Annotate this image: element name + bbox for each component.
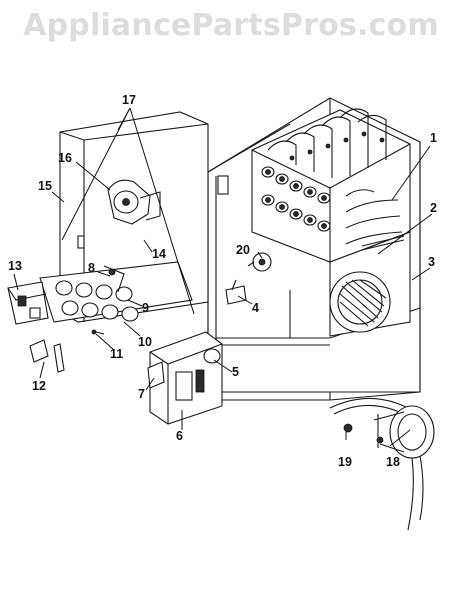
callout-label-10: 10 bbox=[138, 335, 152, 349]
callout-label-4: 4 bbox=[252, 301, 259, 315]
callout-label-8: 8 bbox=[88, 261, 95, 275]
gas-valve bbox=[7, 281, 49, 325]
callout-label-3: 3 bbox=[428, 255, 435, 269]
blower-housing bbox=[329, 231, 411, 337]
callout-label-18: 18 bbox=[386, 455, 400, 469]
callout-label-12: 12 bbox=[32, 379, 46, 393]
callout-label-9: 9 bbox=[142, 301, 149, 315]
callout-label-13: 13 bbox=[8, 259, 22, 273]
bracket bbox=[29, 339, 65, 373]
callout-label-20: 20 bbox=[236, 243, 250, 257]
callout-label-11: 11 bbox=[110, 347, 123, 361]
callout-label-16: 16 bbox=[58, 151, 72, 165]
callout-label-7: 7 bbox=[138, 387, 145, 401]
callout-pointers bbox=[13, 107, 433, 447]
callout-label-5: 5 bbox=[232, 365, 239, 379]
watermark-logo: AppliancePartsPros.com bbox=[23, 8, 439, 43]
control-board bbox=[147, 331, 223, 425]
burner-assembly bbox=[39, 261, 193, 323]
callout-label-14: 14 bbox=[152, 247, 166, 261]
heat-exchanger bbox=[251, 108, 411, 263]
callout-label-19: 19 bbox=[338, 455, 352, 469]
callout-label-6: 6 bbox=[176, 429, 183, 443]
blower-motor bbox=[329, 397, 435, 531]
limit-switch bbox=[247, 252, 272, 272]
callout-label-17: 17 bbox=[122, 93, 136, 107]
callout-label-15: 15 bbox=[38, 179, 52, 193]
callout-label-1: 1 bbox=[430, 131, 437, 145]
pressure-switch bbox=[225, 279, 247, 305]
small-screw bbox=[91, 329, 105, 335]
callout-label-2: 2 bbox=[430, 201, 437, 215]
